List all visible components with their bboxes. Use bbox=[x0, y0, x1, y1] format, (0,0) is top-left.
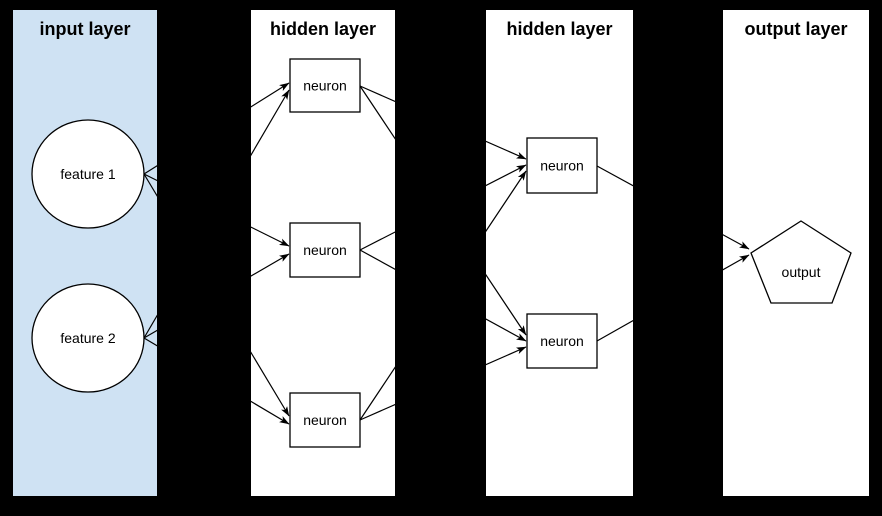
nodes-layer: feature 1 feature 2 neuron neuron neuron neur… bbox=[31, 58, 852, 448]
node-neuron2: neuron bbox=[289, 222, 361, 278]
node-shape-neuron5 bbox=[526, 313, 598, 369]
node-shape-feature2 bbox=[31, 283, 145, 393]
node-label-output: output bbox=[782, 264, 821, 280]
panel-gap bbox=[157, 0, 251, 516]
panel-hidden-layer-2 bbox=[486, 10, 633, 496]
node-neuron1: neuron bbox=[289, 58, 361, 113]
panel-gap bbox=[395, 0, 486, 516]
node-feature1: feature 1 bbox=[31, 119, 145, 229]
node-feature2: feature 2 bbox=[31, 283, 145, 393]
panel-input-layer bbox=[13, 10, 157, 496]
node-shape-output bbox=[750, 220, 852, 304]
panel-gap bbox=[633, 0, 723, 516]
node-neuron3: neuron bbox=[289, 392, 361, 448]
node-label-neuron2: neuron bbox=[303, 242, 347, 258]
node-label-feature1: feature 1 bbox=[60, 166, 115, 182]
panel-title-hidden-layer-2: hidden layer bbox=[506, 19, 612, 39]
node-shape-feature1 bbox=[31, 119, 145, 229]
node-label-neuron5: neuron bbox=[540, 333, 584, 349]
gaps-layer bbox=[157, 0, 723, 516]
panel-title-hidden-layer-1: hidden layer bbox=[270, 19, 376, 39]
node-label-neuron4: neuron bbox=[540, 158, 584, 174]
panel-title-input-layer: input layer bbox=[39, 19, 130, 39]
node-label-neuron3: neuron bbox=[303, 412, 347, 428]
node-label-neuron1: neuron bbox=[303, 78, 347, 94]
node-shape-neuron1 bbox=[289, 58, 361, 113]
node-shape-neuron4 bbox=[526, 137, 598, 194]
node-output: output bbox=[750, 220, 852, 304]
node-neuron5: neuron bbox=[526, 313, 598, 369]
node-label-feature2: feature 2 bbox=[60, 330, 115, 346]
node-shape-neuron2 bbox=[289, 222, 361, 278]
panels-layer: input layer hidden layer hidden layer outpu… bbox=[13, 10, 869, 496]
node-shape-neuron3 bbox=[289, 392, 361, 448]
node-neuron4: neuron bbox=[526, 137, 598, 194]
panel-title-output-layer: output layer bbox=[744, 19, 847, 39]
